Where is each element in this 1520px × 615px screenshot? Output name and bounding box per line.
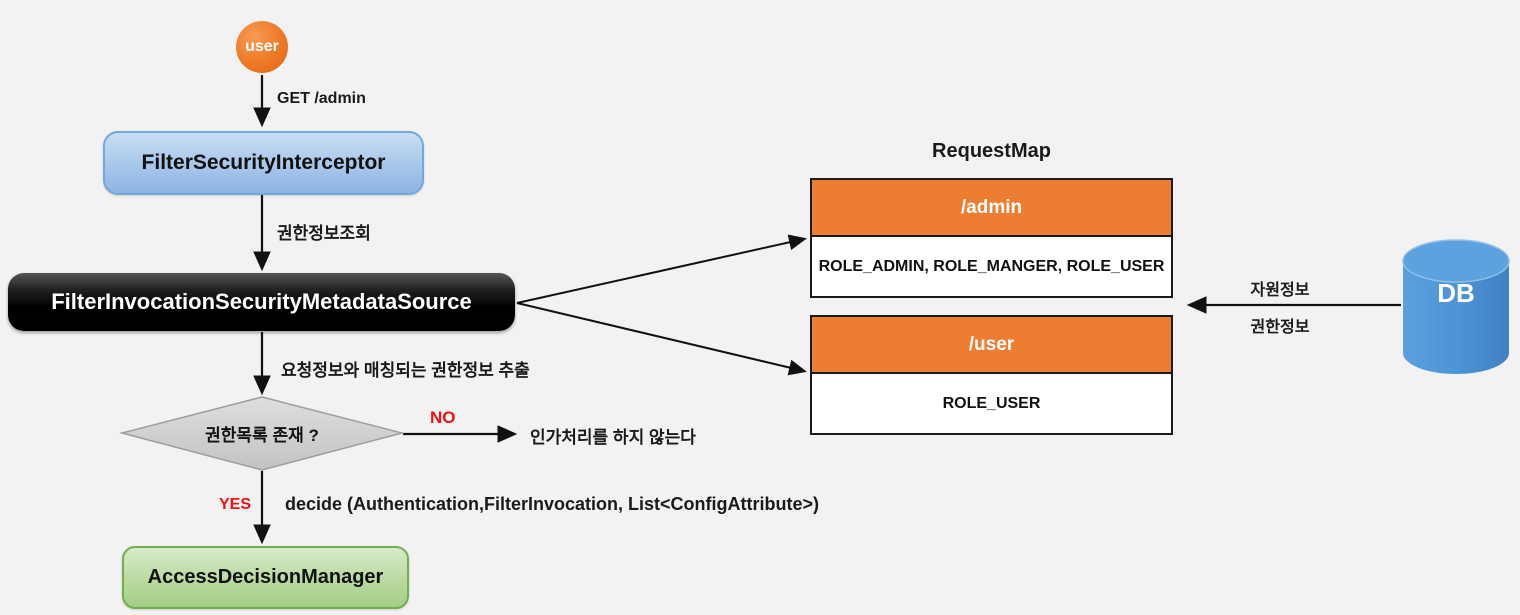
metadata-source-label: FilterInvocationSecurityMetadataSource (51, 289, 472, 314)
decision-diamond (119, 396, 405, 471)
extract-edge-label: 요청정보와 매칭되는 권한정보 추출 (281, 361, 530, 380)
user-node: user (236, 21, 288, 73)
requestmap-user-table: /user ROLE_USER (810, 315, 1173, 435)
arrow-to-admin-entry (516, 234, 807, 304)
db-resource-info-label: 자원정보 (1250, 282, 1310, 299)
decision-diamond-label: 권한목록 존재 ? (122, 396, 402, 470)
access-decision-manager-box: AccessDecisionManager (122, 546, 409, 609)
requestmap-admin-roles: ROLE_ADMIN, ROLE_MANGER, ROLE_USER (818, 257, 1165, 275)
arrow-to-user-entry (516, 302, 807, 376)
db-authority-info-label: 권한정보 (1250, 319, 1310, 336)
requestmap-title: RequestMap (932, 140, 1051, 162)
no-result-label: 인가처리를 하지 않는다 (530, 428, 696, 447)
db-node-label: DB (1437, 278, 1475, 308)
lookup-edge-label: 권한정보조회 (277, 224, 371, 243)
decide-call-label: decide (Authentication,FilterInvocation,… (285, 494, 820, 514)
metadata-source-box: FilterInvocationSecurityMetadataSource (8, 273, 515, 331)
access-decision-manager-label: AccessDecisionManager (147, 566, 384, 588)
decision-text: 권한목록 존재 ? (205, 425, 319, 445)
yes-branch-label: YES (219, 496, 252, 513)
filter-security-interceptor-label: FilterSecurityInterceptor (141, 151, 386, 174)
request-edge-label: GET /admin (277, 90, 366, 107)
requestmap-user-path: /user (812, 317, 1171, 374)
db-cylinder (1402, 239, 1510, 374)
requestmap-admin-path: /admin (812, 180, 1171, 237)
user-node-label: user (245, 38, 279, 55)
no-branch-label: NO (430, 408, 456, 427)
requestmap-user-roles: ROLE_USER (942, 394, 1041, 412)
requestmap-admin-table: /admin ROLE_ADMIN, ROLE_MANGER, ROLE_USE… (810, 178, 1173, 298)
filter-security-interceptor-box: FilterSecurityInterceptor (103, 131, 424, 195)
